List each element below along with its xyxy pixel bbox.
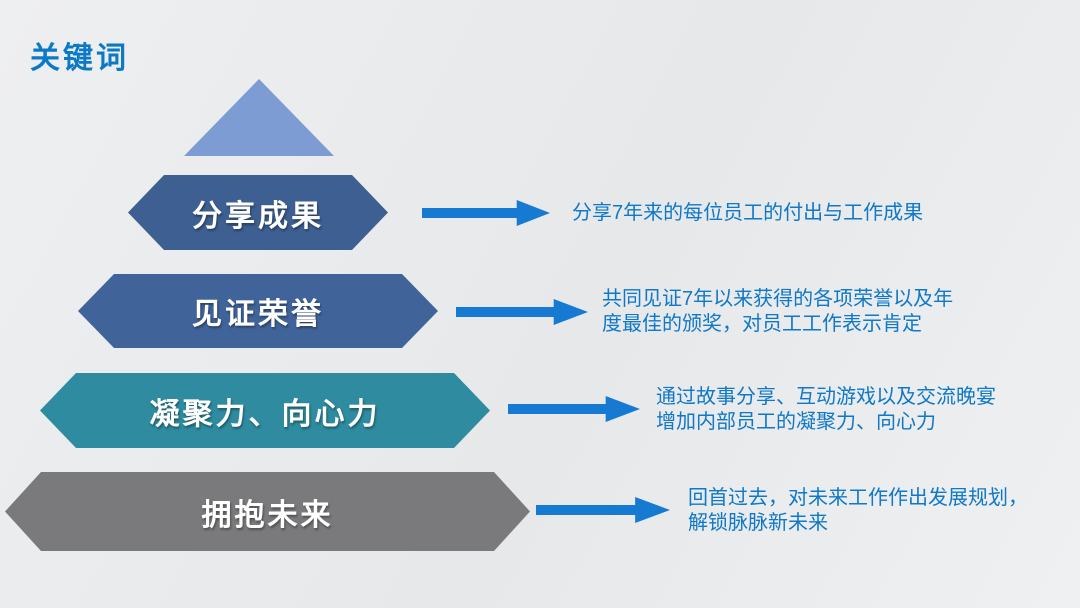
pyramid-level-4: 拥抱未来 (5, 472, 530, 551)
level-4-description: 回首过去，对未来工作作出发展规划， 解锁脉脉新未来 (688, 486, 1028, 536)
pyramid-level-1-label: 分享成果 (192, 199, 324, 233)
right-arrow-icon (456, 299, 588, 325)
level-2-description: 共同见证7年以来获得的各项荣誉以及年 度最佳的颁奖，对员工工作表示肯定 (602, 287, 953, 337)
level-1-description: 分享7年来的每位员工的付出与工作成果 (572, 201, 923, 226)
description-line: 共同见证7年以来获得的各项荣誉以及年 (602, 288, 954, 310)
description-line: 度最佳的颁奖，对员工工作表示肯定 (602, 313, 922, 335)
pyramid-level-2: 见证荣誉 (78, 274, 438, 348)
description-line: 解锁脉脉新未来 (688, 512, 828, 534)
right-arrow-icon (536, 497, 670, 523)
pyramid-cap-triangle (184, 79, 334, 156)
description-line: 分享7年来的每位员工的付出与工作成果 (572, 202, 924, 224)
pyramid-level-2-label: 见证荣誉 (192, 298, 324, 331)
pyramid-level-3: 凝聚力、向心力 (40, 373, 490, 448)
pyramid-level-1: 分享成果 (128, 175, 388, 250)
right-arrow-icon (422, 200, 550, 226)
description-line: 回首过去，对未来工作作出发展规划， (688, 487, 1028, 509)
description-line: 增加内部员工的凝聚力、向心力 (656, 411, 936, 433)
pyramid-level-3-label: 凝聚力、向心力 (149, 397, 381, 431)
description-line: 通过故事分享、互动游戏以及交流晚宴 (656, 386, 996, 408)
right-arrow-icon (508, 396, 640, 422)
pyramid-level-4-label: 拥抱未来 (201, 498, 334, 532)
page-title: 关键词 (30, 42, 129, 75)
level-3-description: 通过故事分享、互动游戏以及交流晚宴 增加内部员工的凝聚力、向心力 (656, 385, 996, 435)
